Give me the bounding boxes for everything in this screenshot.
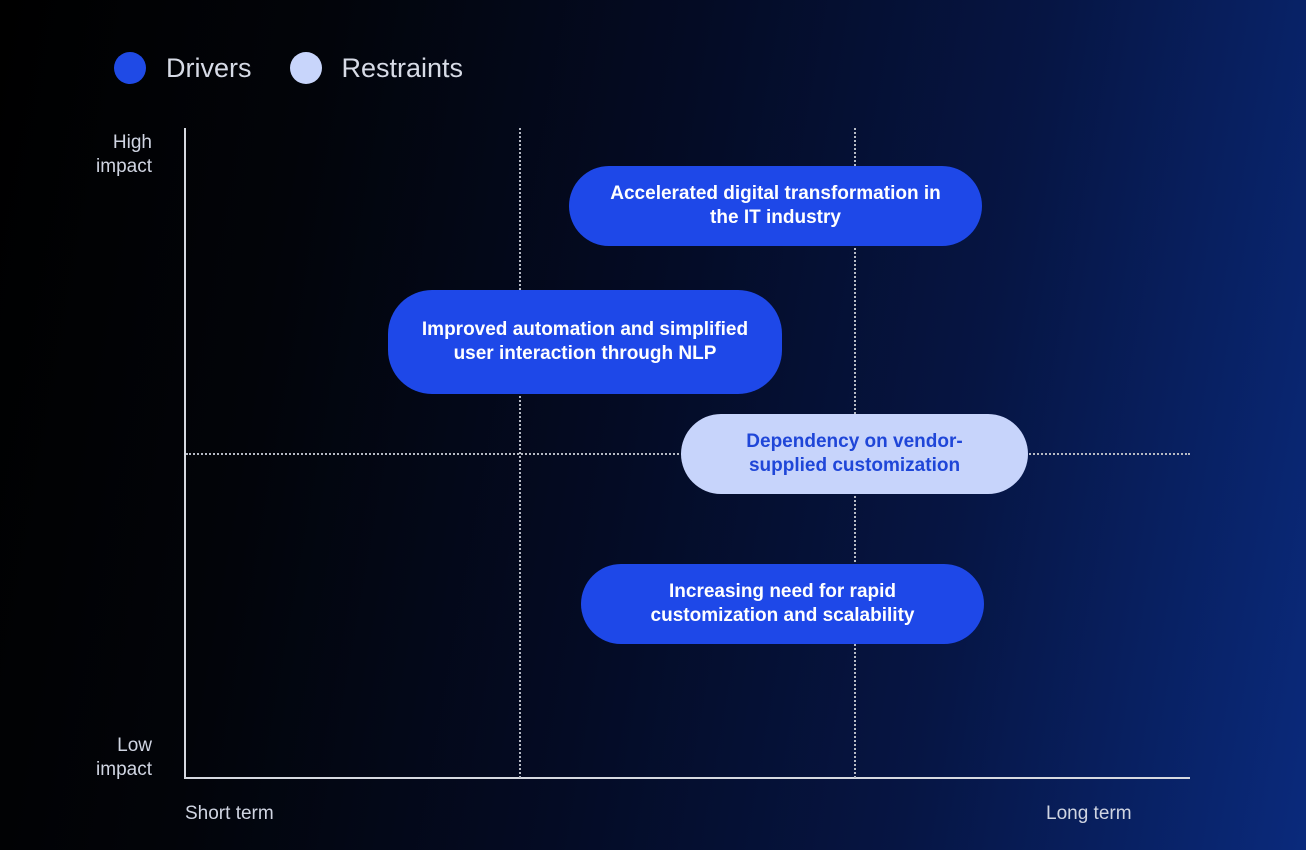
y-axis-line xyxy=(184,128,186,779)
legend-restraints-label: Restraints xyxy=(341,52,464,83)
legend: Drivers Restraints xyxy=(114,52,501,84)
x-axis-short-term-label: Short term xyxy=(185,803,274,824)
pill-text: Accelerated digital transformation in th… xyxy=(610,183,941,228)
x-axis-line xyxy=(184,777,1190,779)
driver-pill-digital-transformation: Accelerated digital transformation in th… xyxy=(569,166,982,246)
y-axis-low-label: Low impact xyxy=(96,735,152,780)
pill-text: Dependency on vendor-supplied customizat… xyxy=(746,431,963,476)
legend-item-drivers: Drivers xyxy=(114,52,252,84)
restraint-pill-vendor-dependency: Dependency on vendor-supplied customizat… xyxy=(681,414,1028,494)
y-axis-high-label: High impact xyxy=(96,132,152,177)
x-axis-long-term-label: Long term xyxy=(1046,803,1132,824)
restraints-dot-icon xyxy=(289,52,322,84)
pill-text: Improved automation and simplified user … xyxy=(421,319,749,364)
drivers-dot-icon xyxy=(114,52,146,84)
pill-text: Increasing need for rapid customization … xyxy=(650,581,915,626)
legend-drivers-label: Drivers xyxy=(166,52,252,83)
legend-item-restraints: Restraints xyxy=(289,52,464,84)
driver-pill-rapid-customization: Increasing need for rapid customization … xyxy=(581,564,984,644)
driver-pill-automation-nlp: Improved automation and simplified user … xyxy=(388,290,782,394)
